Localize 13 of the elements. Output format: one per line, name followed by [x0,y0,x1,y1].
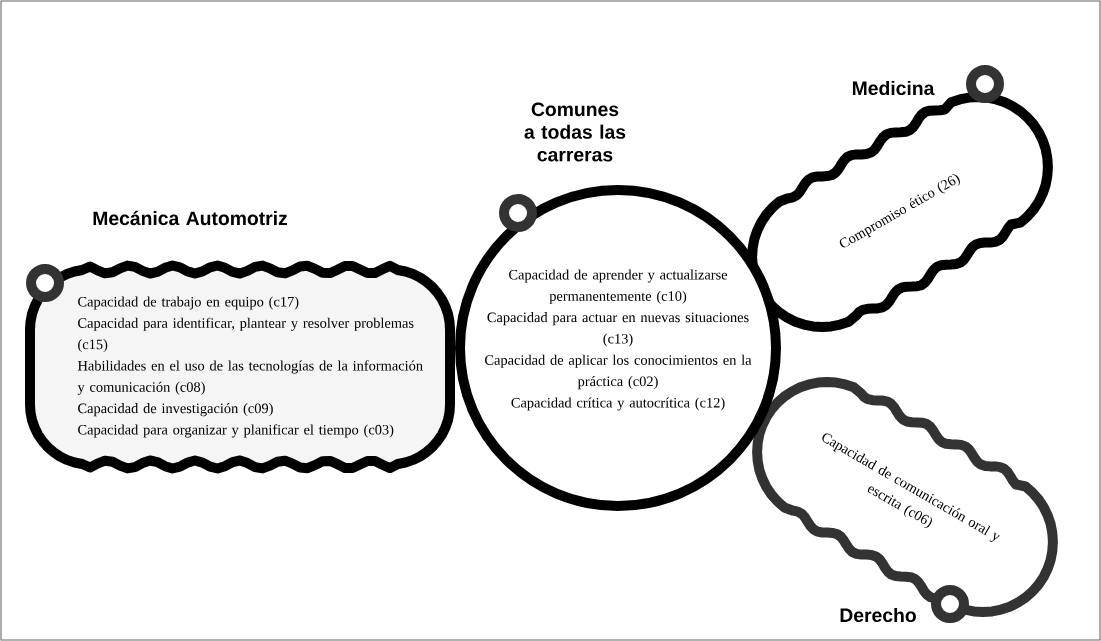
competency-text: Capacidad para actuar en nuevas situaciones (c13) [487,312,749,347]
heading: Comunes a todas las carreras [524,102,626,162]
heading: Mecánica Automotriz [93,210,288,226]
competency-text: Capacidad para organizar y planificar el tiempo (c03) [78,424,394,438]
competency-text: Capacidad crítica y autocrítica (c12) [511,397,725,411]
competency-text: Capacidad de trabajo en equipo (c17) [78,296,299,310]
competency-text: Capacidad para identificar, plantear y resolver problemas (c15) [78,317,414,353]
competency-text: Capacidad de investigación (c09) [78,403,273,417]
heading: Derecho [840,607,916,623]
heading: Medicina [852,80,935,96]
competency-text: Capacidad de aprender y actualizarse permanentemente (c10) [509,269,728,304]
competency-text: Habilidades en el uso de las tecnologías de la información y comunicación (c08) [77,360,423,395]
competency-text: Capacidad de aplicar los conocimientos en la práctica (c02) [485,354,752,390]
